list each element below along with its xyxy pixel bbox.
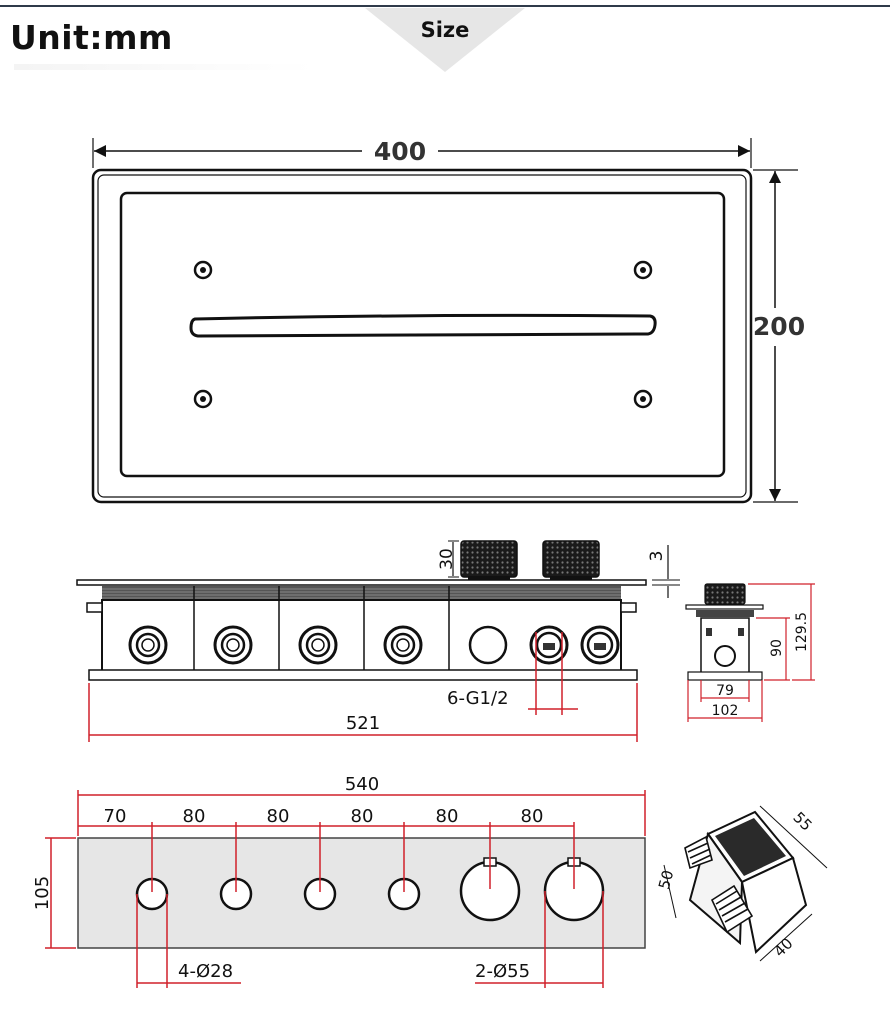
end-total-height-label: 129.5 [794,612,810,652]
unit-underline [14,64,314,70]
screw-icon [633,260,653,280]
plug-icon [468,625,508,665]
spacing-label: 70 [104,806,127,827]
length-label: 521 [346,713,380,734]
knob-icon [460,540,518,578]
panel-height-label: 105 [32,876,53,910]
spacing-label: 80 [351,806,374,827]
side-view: 30 3 6-G1/2 521 [76,540,680,742]
spacing-label: 80 [436,806,459,827]
spacing-label: 80 [521,806,544,827]
panel-view: 540 70 80 80 80 80 80 105 4-Ø28 2-Ø55 [32,774,646,988]
screw-icon [193,389,213,409]
end-inner-width-label: 79 [716,683,734,699]
spacing-label: 80 [183,806,206,827]
large-hole-label: 2-Ø55 [475,961,530,982]
knob-height-label: 30 [437,548,457,570]
port-icon [213,625,253,665]
fitting-height-label: 50 [655,868,677,891]
port-icon [298,625,338,665]
outer-frame-inner-edge [97,174,747,498]
section-label: Size [420,18,470,42]
unit-label: Unit:mm [10,18,173,57]
fitting-depth-label: 55 [789,808,815,834]
top-height-label: 200 [753,312,805,341]
top-rule [0,5,890,7]
knob-icon [542,540,600,578]
small-hole-label: 4-Ø28 [178,961,233,982]
screw-icon [633,389,653,409]
end-body-height-label: 90 [769,639,785,657]
top-view: 400 200 [91,137,805,504]
screw-icon [193,260,213,280]
port-icon [383,625,423,665]
panel-width-label: 540 [345,774,379,795]
port-spec-label: 6-G1/2 [447,688,509,709]
end-outer-width-label: 102 [712,703,739,719]
top-width-label: 400 [374,137,426,166]
knob-icon [704,583,746,605]
fitting-view: 55 50 40 [655,805,828,962]
spacing-label: 80 [267,806,290,827]
fitting-width-label: 40 [770,934,796,960]
port-icon [580,625,620,665]
port-icon [128,625,168,665]
port-icon [529,625,569,665]
size-tab [365,8,525,72]
panel-thickness-label: 3 [647,551,667,562]
spout-slot [189,313,657,338]
end-view: 79 102 90 129.5 [685,583,815,722]
